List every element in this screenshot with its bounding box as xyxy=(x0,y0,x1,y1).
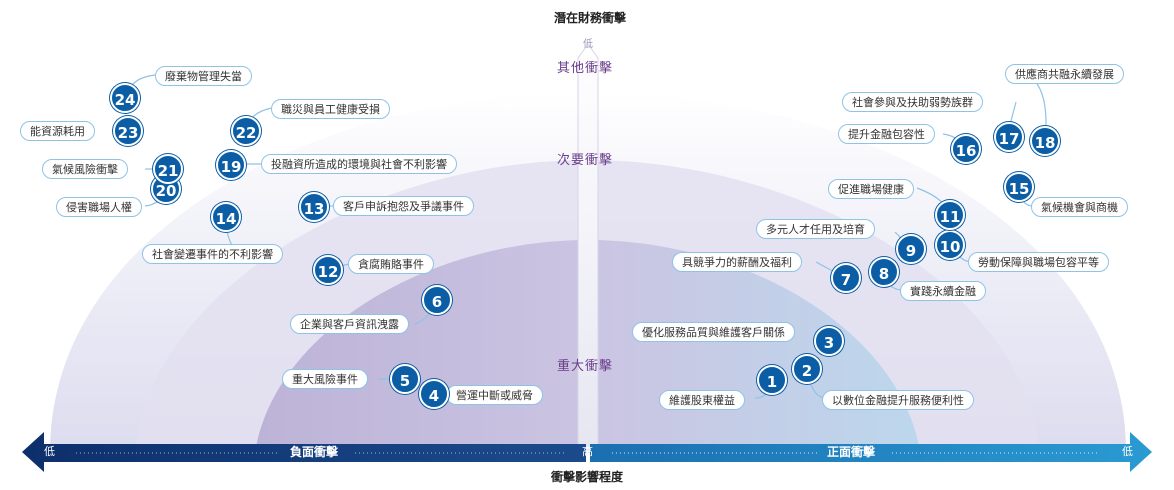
item-label-19: 投融資所造成的環境與社會不利影響 xyxy=(261,154,457,174)
item-label-12: 貪腐賄賂事件 xyxy=(348,254,434,274)
tier-secondary: 次要衝擊 xyxy=(557,153,614,168)
item-label-13: 客戶申訴抱怨及爭議事件 xyxy=(333,196,474,216)
item-badge-19: 19 xyxy=(216,150,246,180)
positive-arrow xyxy=(590,432,1152,472)
item-badge-2: 2 xyxy=(792,354,822,384)
item-badge-18: 18 xyxy=(1030,126,1060,156)
vertical-axis-bar xyxy=(577,43,599,453)
vertical-axis-low: 低 xyxy=(583,39,593,50)
item-badge-8: 8 xyxy=(869,257,899,287)
item-label-21: 氣候風險衝擊 xyxy=(42,159,128,179)
item-label-7: 具競爭力的薪酬及福利 xyxy=(672,252,802,272)
axis-right-low: 低 xyxy=(1122,445,1133,458)
item-badge-7: 7 xyxy=(831,263,861,293)
item-label-1: 維護股東權益 xyxy=(659,390,745,410)
item-badge-23: 23 xyxy=(113,116,143,146)
item-badge-24: 24 xyxy=(110,83,140,113)
item-label-8: 實踐永續金融 xyxy=(900,281,986,301)
item-badge-21: 21 xyxy=(153,154,183,184)
item-label-24: 廢棄物管理失當 xyxy=(155,66,252,86)
item-label-10: 勞動保障與職場包容平等 xyxy=(968,252,1109,272)
item-label-23: 能資源耗用 xyxy=(20,121,95,141)
item-label-14: 社會變遷事件的不利影響 xyxy=(142,244,283,264)
item-label-6: 企業與客戶資訊洩露 xyxy=(290,314,409,334)
item-badge-9: 9 xyxy=(896,234,926,264)
item-badge-5: 5 xyxy=(390,364,420,394)
item-badge-11: 11 xyxy=(935,200,965,230)
axis-center-high: 高 xyxy=(582,445,593,458)
item-label-11: 促進職場健康 xyxy=(828,179,914,199)
item-label-2: 以數位金融提升服務便利性 xyxy=(822,390,974,410)
item-badge-13: 13 xyxy=(299,192,329,222)
top-title: 潛在財務衝擊 xyxy=(554,11,627,25)
item-label-20: 侵害職場人權 xyxy=(56,197,142,217)
negative-impact-label: 負面衝擊 xyxy=(290,445,339,459)
item-badge-17: 17 xyxy=(994,122,1024,152)
item-label-3: 優化服務品質與維護客戶關係 xyxy=(632,322,795,342)
item-badge-16: 16 xyxy=(951,134,981,164)
item-badge-12: 12 xyxy=(313,255,343,285)
positive-impact-label: 正面衝擊 xyxy=(827,445,876,459)
item-label-4: 營運中斷或威脅 xyxy=(446,385,543,405)
item-label-5: 重大風險事件 xyxy=(282,369,368,389)
item-badge-14: 14 xyxy=(211,202,241,232)
negative-arrow xyxy=(22,432,586,472)
item-badge-6: 6 xyxy=(422,285,452,315)
item-label-22: 職災與員工健康受損 xyxy=(271,99,390,119)
item-label-9: 多元人才任用及培育 xyxy=(756,219,875,239)
item-label-18: 供應商共融永續發展 xyxy=(1005,64,1124,84)
item-badge-10: 10 xyxy=(935,230,965,260)
axis-left-low: 低 xyxy=(44,445,55,458)
item-badge-1: 1 xyxy=(757,365,787,395)
item-badge-22: 22 xyxy=(231,116,261,146)
item-label-17: 社會參與及扶助弱勢族群 xyxy=(842,92,983,112)
item-badge-4: 4 xyxy=(419,379,449,409)
item-badge-3: 3 xyxy=(814,326,844,356)
tier-major: 重大衝擊 xyxy=(557,359,614,374)
item-badge-15: 15 xyxy=(1004,172,1034,202)
tier-other: 其他衝擊 xyxy=(557,61,614,76)
bottom-title: 衝擊影響程度 xyxy=(551,470,624,484)
item-label-16: 提升金融包容性 xyxy=(838,124,935,144)
item-label-15: 氣候機會與商機 xyxy=(1031,197,1128,217)
